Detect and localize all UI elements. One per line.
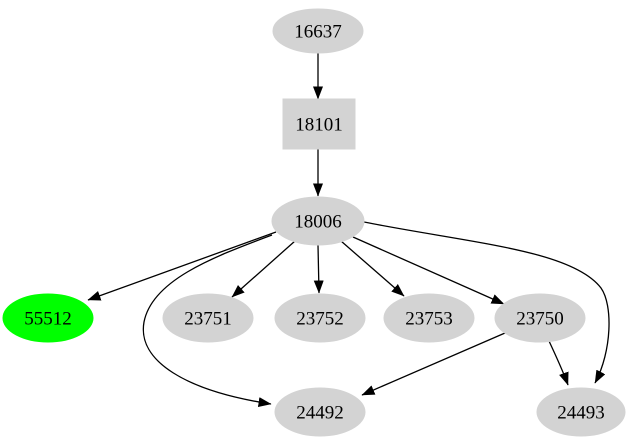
node-label-16637: 16637 xyxy=(294,22,342,43)
node-ellipse-shape xyxy=(272,8,364,54)
node-ellipse-shape xyxy=(162,293,254,343)
graph-node-23751: 23751 xyxy=(162,293,254,343)
node-ellipse-shape xyxy=(494,293,586,343)
edge-18006-23750 xyxy=(352,236,505,305)
node-ellipse-shape xyxy=(383,293,475,343)
graph-node-18006: 18006 xyxy=(271,196,365,246)
node-label-23750: 23750 xyxy=(516,309,564,330)
edge-18006-23753 xyxy=(340,240,405,297)
node-label-23753: 23753 xyxy=(405,309,453,330)
graph-node-16637: 16637 xyxy=(272,8,364,54)
node-ellipse-shape xyxy=(2,293,94,343)
edge-18006-55512 xyxy=(87,231,277,301)
graph-node-24493: 24493 xyxy=(536,387,626,437)
graph-node-24492: 24492 xyxy=(274,387,366,437)
edge-18006-24493 xyxy=(363,221,610,384)
graph-node-23752: 23752 xyxy=(274,293,366,343)
edge-23750-24492 xyxy=(361,332,506,396)
node-ellipse-shape xyxy=(536,387,626,437)
node-ellipse-shape xyxy=(274,293,366,343)
graph-node-55512: 55512 xyxy=(2,293,94,343)
node-ellipse-shape xyxy=(271,196,365,246)
node-label-55512: 55512 xyxy=(24,309,72,330)
edge-18006-23752 xyxy=(313,244,324,294)
edge-18006-23751 xyxy=(231,240,296,298)
graph-node-18101: 18101 xyxy=(282,98,356,150)
edge-18006-24492 xyxy=(142,234,273,408)
node-label-24493: 24493 xyxy=(557,403,605,424)
graph-node-23753: 23753 xyxy=(383,293,475,343)
node-label-23752: 23752 xyxy=(296,309,344,330)
node-label-23751: 23751 xyxy=(184,309,232,330)
node-label-24492: 24492 xyxy=(296,403,344,424)
graph-node-23750: 23750 xyxy=(494,293,586,343)
node-box-shape xyxy=(282,98,356,150)
node-label-18101: 18101 xyxy=(295,115,343,136)
node-ellipse-shape xyxy=(274,387,366,437)
node-label-18006: 18006 xyxy=(294,212,342,233)
edge-23750-24493 xyxy=(548,340,569,386)
